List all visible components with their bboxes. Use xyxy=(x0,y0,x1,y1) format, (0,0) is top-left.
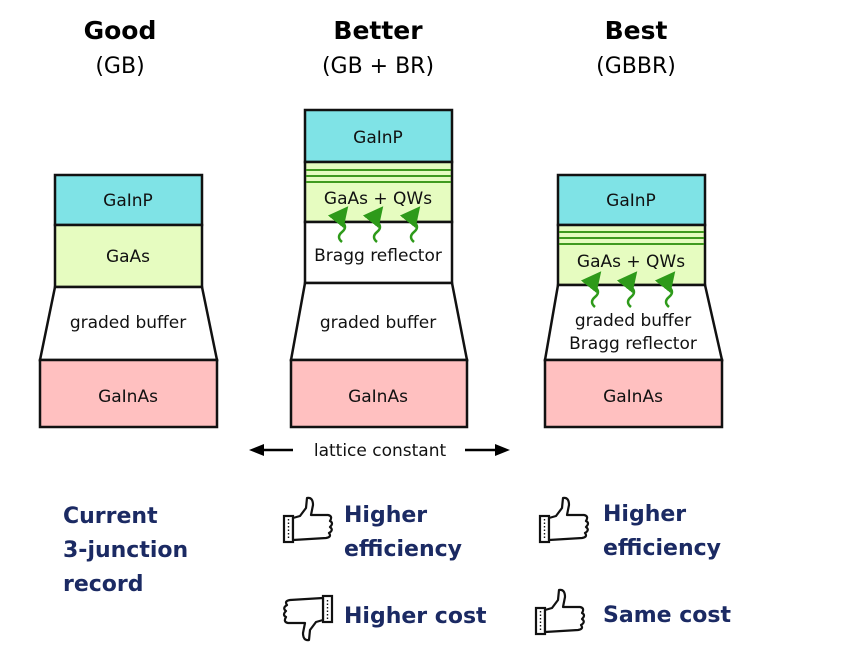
note-line: Same cost xyxy=(603,603,731,628)
axis-label: lattice constant xyxy=(314,441,447,461)
layer-label-buffer: graded buffer xyxy=(320,313,436,333)
layer-label-bragg-reflector: Bragg reflector xyxy=(314,246,442,266)
thumbs-up-icon xyxy=(282,496,334,544)
pro-best-efficiency: Higher efficiency xyxy=(603,498,721,566)
layer-label-bragg-reflector: Bragg reflector xyxy=(569,334,697,354)
column-subtitle-good: (GB) xyxy=(95,54,145,79)
layer-label-gainas: GaInAs xyxy=(603,387,663,407)
note-line: Higher xyxy=(603,502,687,527)
note-line: 3-junction xyxy=(63,538,189,563)
note-line: efficiency xyxy=(344,537,463,562)
layer-gaas xyxy=(53,223,204,289)
layer-gainas xyxy=(289,358,469,429)
layer-gainas xyxy=(38,358,219,429)
layer-gainp xyxy=(556,173,707,227)
column-subtitle-better: (GB + BR) xyxy=(321,54,435,79)
note-good: Current 3-junction record xyxy=(63,500,188,602)
photon-arrows xyxy=(580,271,676,308)
pro-best-cost: Same cost xyxy=(603,599,731,633)
photon-arrow-icon xyxy=(580,271,602,308)
photon-arrow-icon xyxy=(616,271,638,308)
layer-label-gainp: GaInP xyxy=(606,191,656,211)
column-title-best: Best xyxy=(604,16,668,45)
photon-arrow-icon xyxy=(327,206,349,243)
column-subtitle-best: (GBBR) xyxy=(596,54,676,79)
layer-label-buffer: graded buffer xyxy=(575,311,691,331)
layer-gainp xyxy=(53,173,204,227)
con-better-cost: Higher cost xyxy=(344,600,487,634)
photon-arrow-icon xyxy=(399,206,421,243)
note-line: Current xyxy=(63,504,158,529)
thumbs-down-icon xyxy=(282,594,334,642)
note-line: Higher cost xyxy=(344,604,487,629)
note-line: efficiency xyxy=(603,536,722,561)
layer-label-gainp: GaInP xyxy=(353,128,403,148)
thumbs-up-icon xyxy=(534,588,586,636)
layer-label-gainp: GaInP xyxy=(103,191,153,211)
layer-label-gaas-qws: GaAs + QWs xyxy=(324,189,432,209)
stack-best: GaInP GaAs + QWs graded buffer Bragg ref… xyxy=(543,173,724,429)
photon-arrow-icon xyxy=(362,206,384,243)
layer-label-gaas-qws: GaAs + QWs xyxy=(577,252,685,272)
note-line: record xyxy=(63,572,144,597)
layer-label-gainas: GaInAs xyxy=(348,387,408,407)
column-title-good: Good xyxy=(83,16,157,45)
column-title-better: Better xyxy=(333,16,423,45)
stack-good: GaInP GaAs graded buffer GaInAs xyxy=(38,173,219,429)
right-arrowhead-icon xyxy=(495,444,510,456)
layer-label-gaas: GaAs xyxy=(106,247,150,267)
pro-better-efficiency: Higher efficiency xyxy=(344,499,462,567)
photon-arrows xyxy=(327,206,421,243)
lattice-constant-axis: lattice constant xyxy=(249,441,510,461)
layer-label-gainas: GaInAs xyxy=(98,387,158,407)
thumbs-up-icon xyxy=(538,496,590,544)
stack-better: GaInP GaAs + QWs Bragg reflector graded … xyxy=(289,108,469,429)
layer-label-buffer: graded buffer xyxy=(70,313,186,333)
note-line: Higher xyxy=(344,503,428,528)
left-arrowhead-icon xyxy=(249,444,264,456)
photon-arrow-icon xyxy=(654,271,676,308)
layer-gainas xyxy=(543,358,724,429)
